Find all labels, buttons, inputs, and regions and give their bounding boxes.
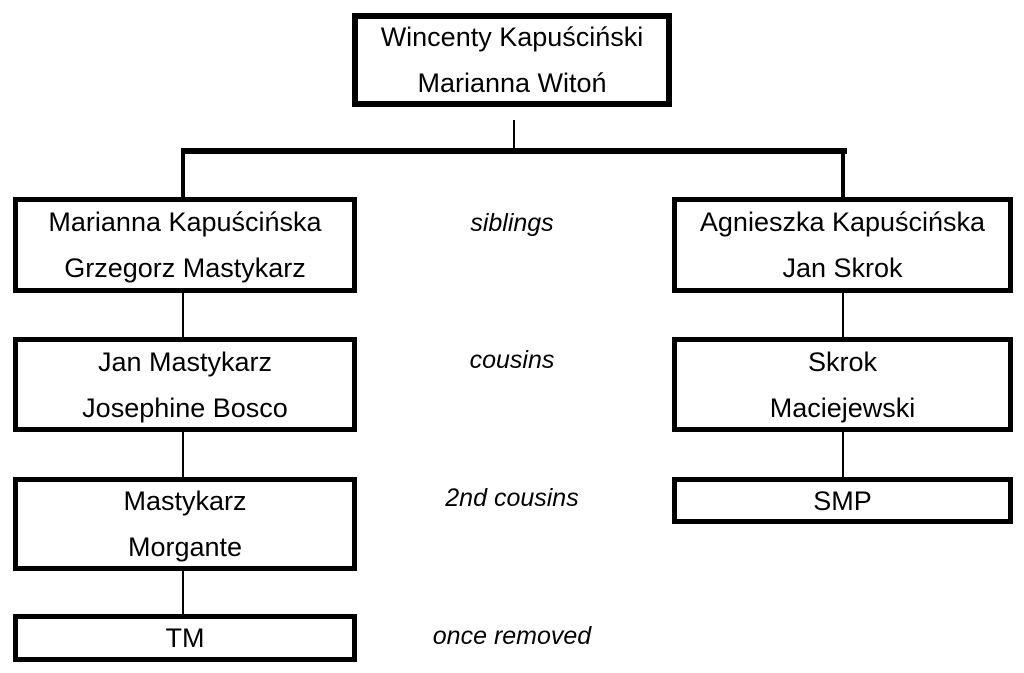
left-drop — [181, 150, 185, 200]
left-connector-2 — [182, 430, 184, 480]
root-person-1: Wincenty Kapuściński — [380, 22, 644, 52]
right-gen3-box: SMP — [672, 477, 1013, 524]
root-couple-box: Wincenty Kapuściński Marianna Witoń — [352, 13, 672, 107]
root-connector — [513, 120, 515, 148]
root-person-2: Marianna Witoń — [417, 68, 607, 98]
right-gen1-box: Agnieszka Kapuścińska Jan Skrok — [672, 197, 1013, 293]
right-gen1-person-2: Jan Skrok — [782, 253, 903, 283]
left-gen4-person: TM — [165, 623, 205, 653]
right-connector-2 — [842, 430, 844, 480]
relation-2nd-cousins: 2nd cousins — [445, 484, 579, 512]
left-gen3-box: Mastykarz Morgante — [13, 477, 357, 571]
right-gen1-person-1: Agnieszka Kapuścińska — [699, 207, 986, 237]
left-connector-3 — [182, 568, 184, 616]
right-drop — [841, 150, 845, 200]
left-gen4-box: TM — [13, 614, 357, 662]
left-gen3-person-1: Mastykarz — [123, 486, 247, 516]
right-gen2-box: Skrok Maciejewski — [672, 337, 1013, 432]
left-gen1-box: Marianna Kapuścińska Grzegorz Mastykarz — [13, 197, 357, 293]
relation-siblings: siblings — [470, 209, 554, 237]
relation-once-removed: once removed — [432, 622, 592, 650]
right-gen2-person-2: Maciejewski — [769, 392, 916, 423]
sibling-bar — [181, 148, 847, 154]
right-gen2-person-1: Skrok — [807, 346, 878, 377]
left-gen2-person-2: Josephine Bosco — [82, 392, 288, 423]
right-connector-1 — [842, 290, 844, 340]
left-gen1-person-2: Grzegorz Mastykarz — [64, 253, 306, 283]
left-gen2-person-1: Jan Mastykarz — [97, 346, 273, 377]
left-gen3-person-2: Morgante — [127, 532, 243, 562]
right-gen3-person: SMP — [813, 485, 872, 516]
left-connector-1 — [182, 290, 184, 340]
left-gen1-person-1: Marianna Kapuścińska — [48, 207, 322, 237]
relation-cousins: cousins — [469, 346, 555, 374]
left-gen2-box: Jan Mastykarz Josephine Bosco — [13, 337, 357, 432]
